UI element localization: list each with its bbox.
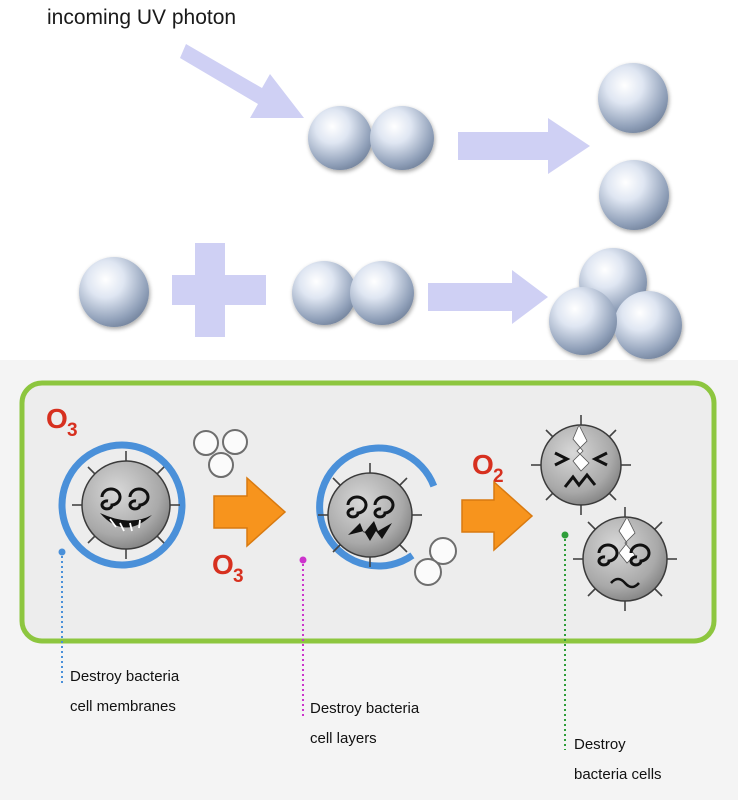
bacterium-face-2 xyxy=(318,463,422,567)
caption-stage3-line1: Destroy xyxy=(574,736,626,753)
membrane-ring-full xyxy=(58,441,186,569)
plus-sign xyxy=(172,243,266,337)
ozone-label-top: O 3 xyxy=(46,403,78,441)
leader-line-stage1 xyxy=(58,548,66,683)
leader-line-stage3 xyxy=(561,531,569,750)
oxygen-atom-single xyxy=(79,257,149,327)
orange-arrow-1 xyxy=(213,476,287,548)
o2-molecule-middle xyxy=(292,261,414,325)
bacterium-destroyed-2 xyxy=(573,507,677,611)
incoming-photon-label: incoming UV photon xyxy=(47,6,237,29)
svg-text:O: O xyxy=(472,449,494,480)
split-arrow xyxy=(458,118,590,174)
svg-text:O: O xyxy=(46,403,68,434)
o2-molecule-top xyxy=(308,106,434,170)
caption-stage1: Destroy bacteria cell membranes xyxy=(70,662,179,722)
photon-arrow xyxy=(180,44,304,118)
caption-stage2: Destroy bacteria cell layers xyxy=(310,694,419,754)
ozone-rings-upper xyxy=(193,429,248,478)
combine-arrow xyxy=(428,270,548,324)
ozone-label-middle: O 3 xyxy=(212,549,244,587)
svg-text:2: 2 xyxy=(493,466,504,487)
caption-stage3-line2: bacteria cells xyxy=(574,766,662,783)
caption-stage2-line1: Destroy bacteria xyxy=(310,700,420,717)
oxygen-label: O 2 xyxy=(472,449,504,487)
bacterium-destroyed-1 xyxy=(531,415,631,515)
bacterium-face-1 xyxy=(72,451,180,559)
oxygen-atom-upper xyxy=(598,63,668,133)
leader-line-stage2 xyxy=(299,556,307,716)
caption-stage3: Destroy bacteria cells xyxy=(574,730,662,790)
caption-stage1-line2: cell membranes xyxy=(70,698,176,715)
orange-arrow-2 xyxy=(461,480,534,552)
ozone-rings-lower xyxy=(414,537,457,586)
ozone-molecule xyxy=(549,248,682,359)
svg-text:3: 3 xyxy=(67,420,78,441)
caption-stage1-line1: Destroy bacteria xyxy=(70,668,180,685)
svg-text:O: O xyxy=(212,549,234,580)
caption-stage2-line2: cell layers xyxy=(310,730,377,747)
oxygen-atom-lower xyxy=(599,160,669,230)
svg-text:3: 3 xyxy=(233,566,244,587)
